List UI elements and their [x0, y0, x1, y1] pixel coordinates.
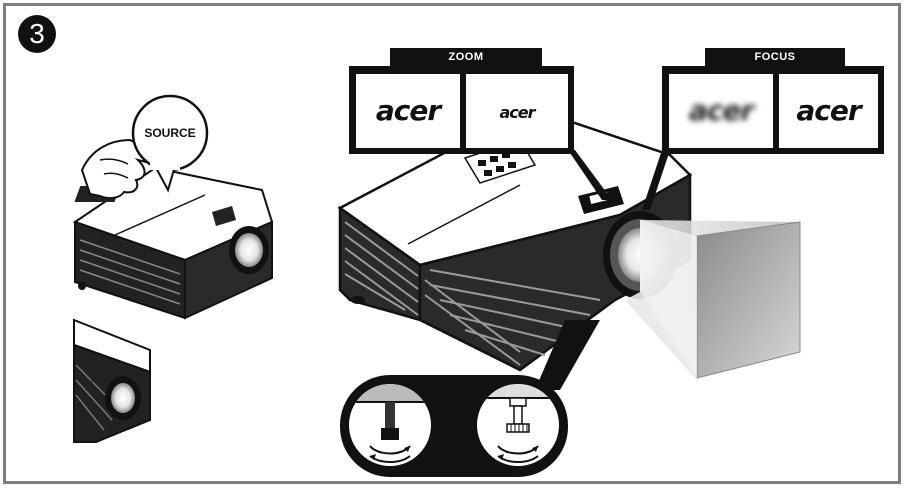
- source-button-label: SOURCE: [144, 126, 196, 140]
- zoom-label: ZOOM: [448, 51, 484, 63]
- source-callout-bubble: [131, 94, 209, 193]
- foot-detail-insets: [340, 320, 600, 477]
- focus-label: FOCUS: [754, 51, 796, 63]
- projection-beam: [625, 220, 801, 379]
- large-projector: [337, 116, 693, 372]
- hand-illustration: [80, 138, 154, 200]
- zoom-panel: [349, 48, 612, 200]
- focus-logo-blurred: acer: [688, 94, 754, 127]
- focus-logo-sharp: acer: [796, 94, 861, 127]
- step-number-badge: 3: [18, 15, 56, 53]
- cropped-projector: [73, 318, 151, 443]
- zoom-logo-small: acer: [499, 103, 535, 122]
- figure-frame: [3, 3, 901, 484]
- focus-panel: [642, 48, 884, 210]
- zoom-logo-large: acer: [375, 94, 441, 127]
